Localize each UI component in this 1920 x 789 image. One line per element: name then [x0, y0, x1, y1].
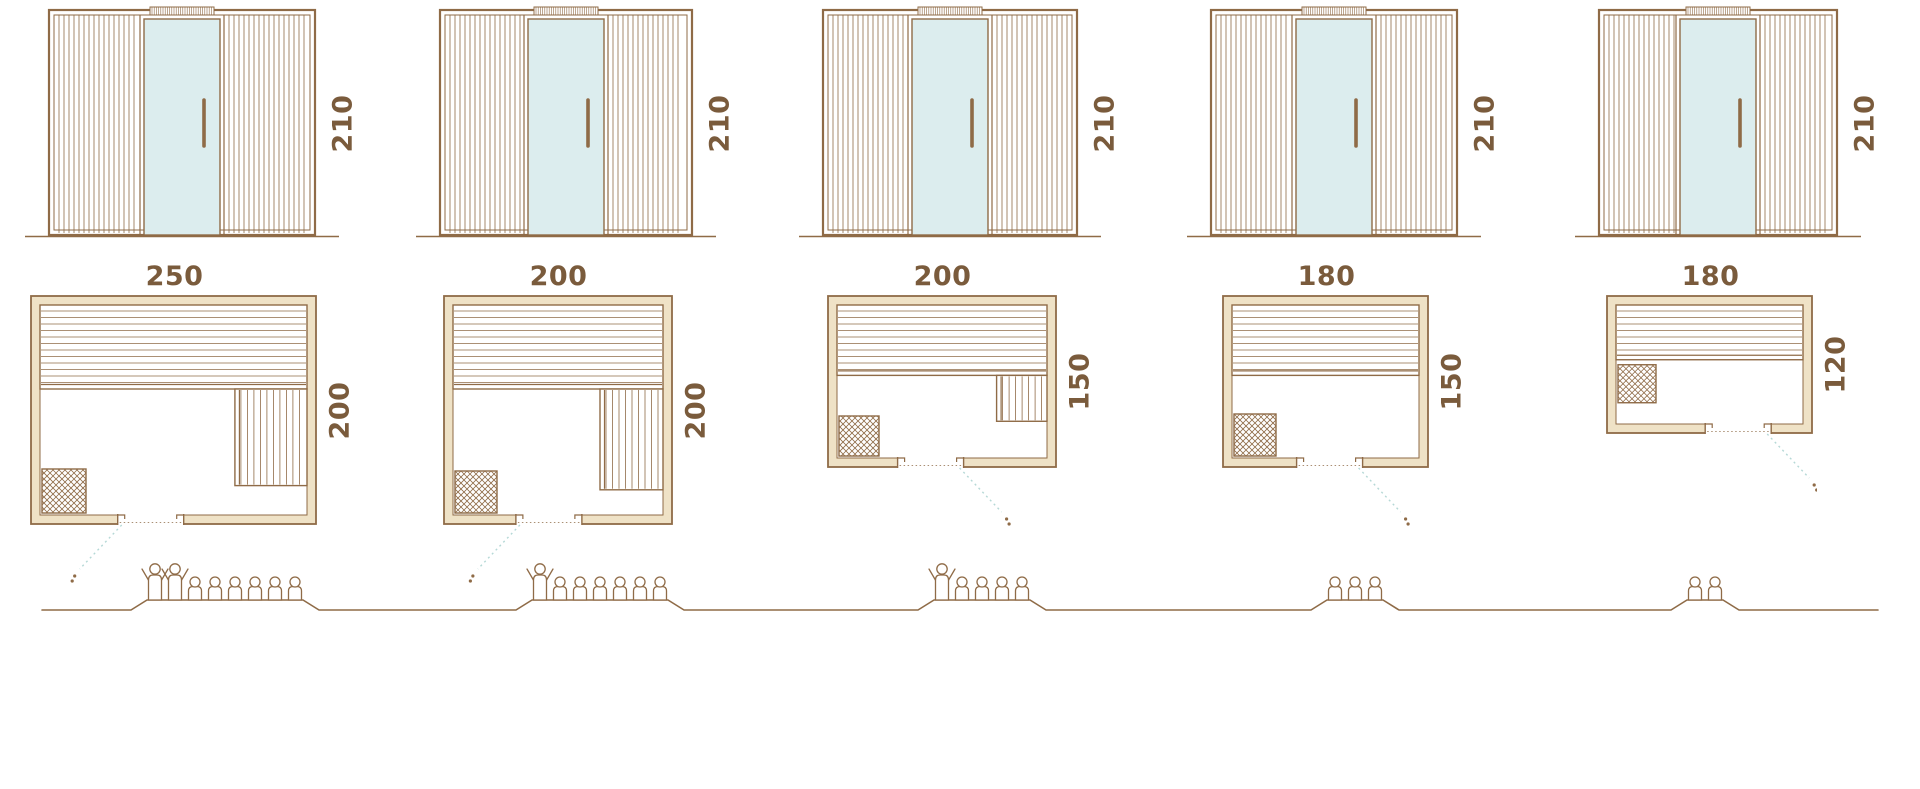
- sauna-elevation-drawing: [25, 6, 339, 238]
- depth-dimension-label: 150: [1064, 352, 1095, 411]
- sauna-model-2: 210 200 200: [384, 0, 768, 588]
- elevation-block: 210: [1187, 6, 1501, 241]
- depth-dimension-label: 120: [1820, 335, 1852, 394]
- elevation-height-dimension: 210: [327, 6, 359, 241]
- elevation-block: 210: [799, 6, 1121, 241]
- sauna-plan-drawing: [826, 295, 1057, 526]
- sauna-elevation-drawing: [1575, 6, 1861, 238]
- sauna-elevation-drawing: [1187, 6, 1481, 238]
- plan-width-dimension: 180: [1297, 261, 1356, 292]
- height-dimension-label: 210: [704, 94, 736, 153]
- plan-width-dimension: 200: [529, 261, 588, 292]
- sauna-model-3: 210 200 150: [768, 0, 1152, 588]
- elevation-height-dimension: 210: [1849, 6, 1881, 241]
- plan-block: 200 200: [441, 263, 712, 588]
- sauna-model-5: 210 180 120: [1536, 0, 1920, 588]
- elevation-block: 210: [416, 6, 736, 241]
- sauna-plan-drawing: [30, 295, 317, 583]
- plan-block: 200 150: [825, 263, 1096, 531]
- depth-dimension-label: 150: [1436, 352, 1468, 411]
- depth-dimension-label: 200: [324, 381, 356, 439]
- plan-depth-dimension: 200: [324, 294, 356, 526]
- plan-width-dimension: 250: [145, 261, 204, 292]
- sauna-models-row: 210 250 200 210 200 200 210 20: [0, 0, 1920, 588]
- sauna-model-4: 210 180 150: [1152, 0, 1536, 588]
- plan-width-dimension: 180: [1681, 261, 1740, 292]
- elevation-height-dimension: 210: [1089, 6, 1121, 241]
- depth-dimension-label: 200: [680, 381, 711, 439]
- plan-block: 180 150: [1220, 263, 1468, 531]
- plan-depth-dimension: 150: [1436, 294, 1468, 469]
- sauna-model-1: 210 250 200: [0, 0, 384, 588]
- sauna-plan-drawing: [1606, 295, 1817, 492]
- elevation-height-dimension: 210: [1469, 6, 1501, 241]
- sauna-plan-drawing: [442, 295, 673, 583]
- plan-depth-dimension: 120: [1820, 294, 1852, 435]
- height-dimension-label: 210: [327, 94, 359, 153]
- elevation-height-dimension: 210: [704, 6, 736, 241]
- elevation-block: 210: [25, 6, 359, 241]
- sauna-elevation-drawing: [416, 6, 716, 238]
- height-dimension-label: 210: [1469, 94, 1501, 153]
- plan-width-dimension: 200: [913, 261, 972, 292]
- plan-block: 250 200: [28, 263, 356, 588]
- plan-depth-dimension: 150: [1064, 294, 1096, 469]
- sauna-elevation-drawing: [799, 6, 1101, 238]
- sauna-plan-drawing: [1222, 295, 1429, 526]
- plan-depth-dimension: 200: [680, 294, 712, 526]
- height-dimension-label: 210: [1849, 94, 1881, 153]
- plan-block: 180 120: [1604, 263, 1852, 497]
- height-dimension-label: 210: [1089, 94, 1121, 153]
- elevation-block: 210: [1575, 6, 1881, 241]
